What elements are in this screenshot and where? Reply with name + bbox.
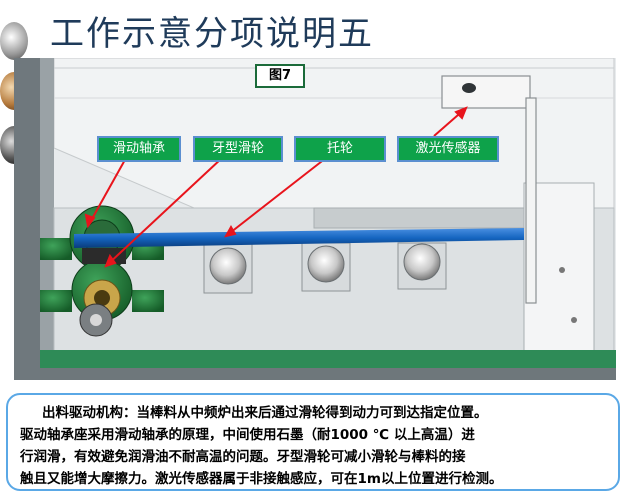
- label-laser-sensor: 激光传感器: [397, 136, 499, 162]
- decorative-avatar-icon: [0, 22, 28, 60]
- machine-drawing: [14, 58, 616, 380]
- laser-sensor-head: [462, 83, 476, 93]
- sensor-bracket: [441, 75, 531, 109]
- figure-number-label: 图7: [255, 64, 305, 88]
- idler-wheel-2: [301, 242, 351, 292]
- description-box: 出料驱动机构：当棒料从中频炉出来后通过滑轮得到动力可到达指定位置。 驱动轴承座采…: [6, 393, 620, 491]
- description-line-2: 驱动轴承座采用滑动轴承的原理，中间使用石墨（耐1000 ℃ 以上高温）进: [20, 427, 475, 443]
- bottom-strip: [40, 350, 616, 368]
- label-sliding-bearing: 滑动轴承: [97, 136, 181, 162]
- label-idler: 托轮: [294, 136, 386, 162]
- bar-stock: [74, 228, 524, 248]
- sensor-post: [525, 97, 537, 304]
- description-line-3: 行润滑，有效避免润滑油不耐高温的问题。牙型滑轮可减小滑轮与棒料的接: [20, 449, 466, 465]
- idler-wheel-3: [397, 242, 447, 290]
- idler-wheel-1: [203, 242, 253, 294]
- left-frame: [14, 58, 40, 380]
- description-line-4: 触且又能增大摩擦力。激光传感器属于非接触感应，可在1m以上位置进行检测。: [20, 471, 503, 487]
- callout-arrows: [84, 106, 468, 268]
- machine-figure: [14, 58, 616, 380]
- page-title: 工作示意分项说明五: [50, 14, 374, 54]
- description-line-1: 出料驱动机构：当棒料从中频炉出来后通过滑轮得到动力可到达指定位置。: [42, 405, 488, 421]
- label-tooth-pulley: 牙型滑轮: [193, 136, 283, 162]
